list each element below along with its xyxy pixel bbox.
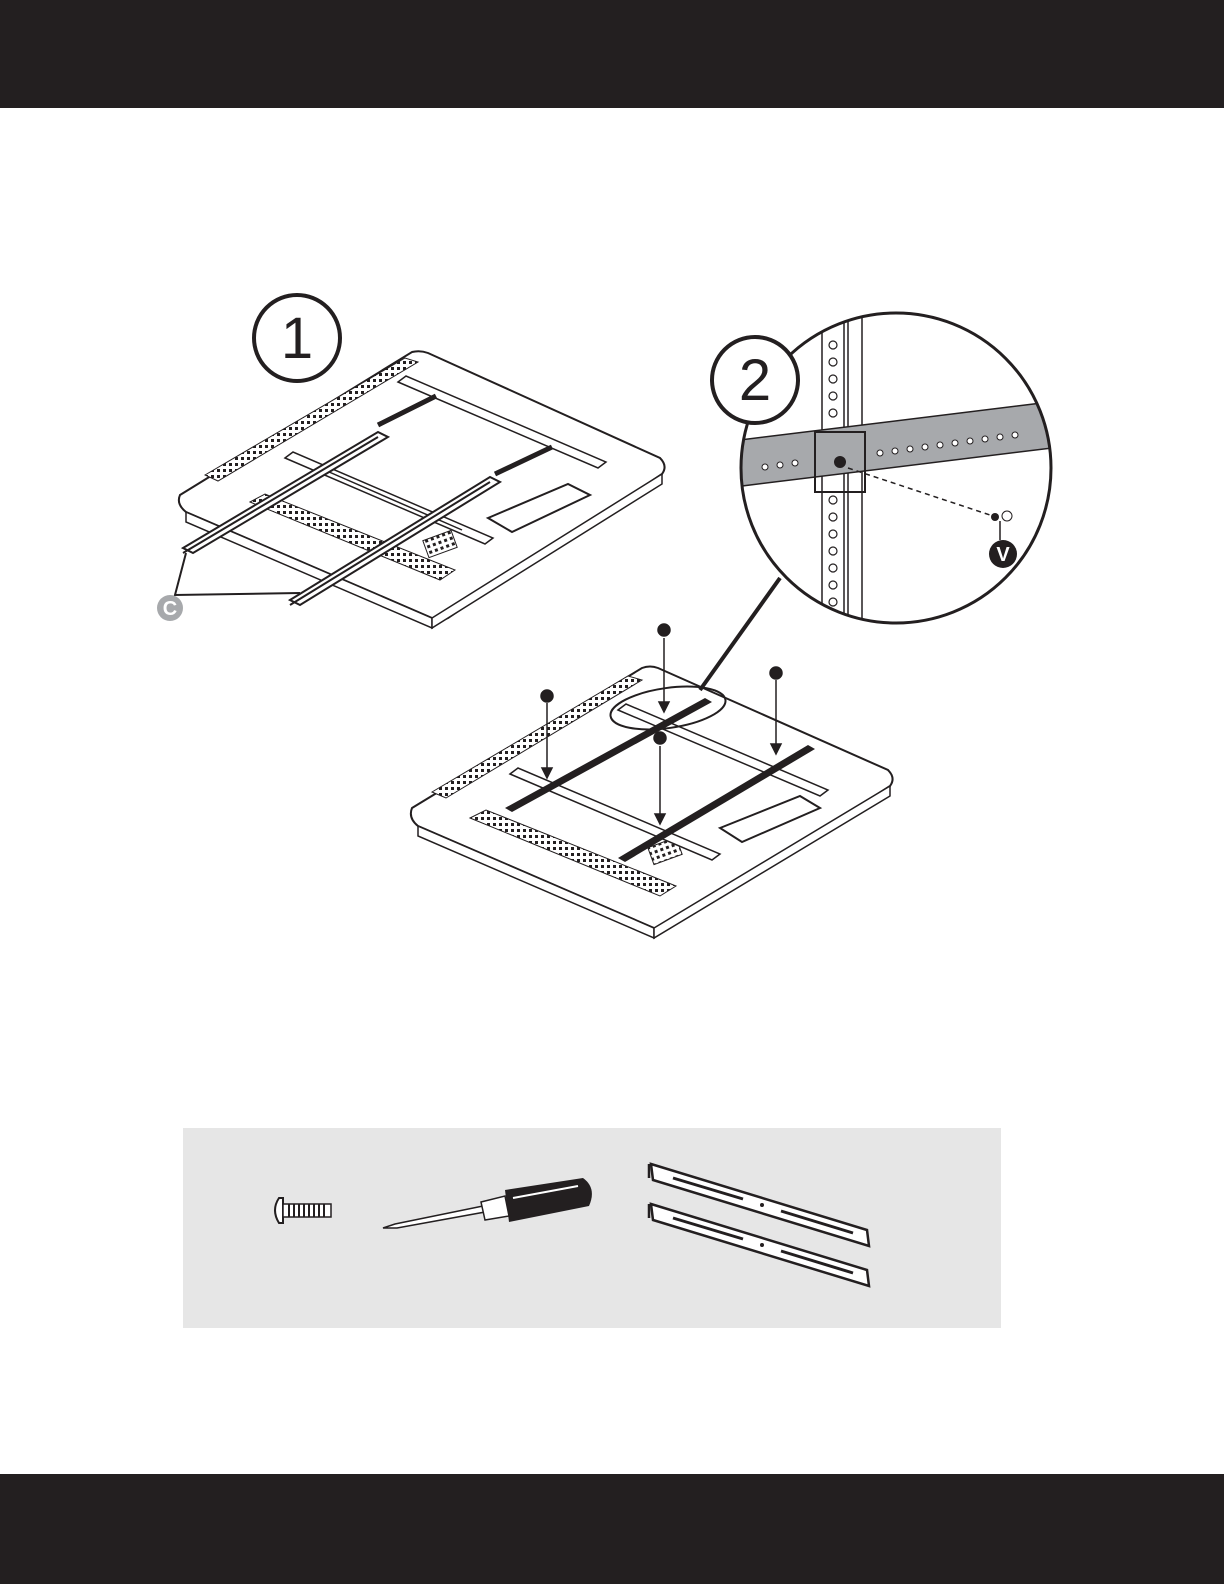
step1-number: 1 <box>281 306 313 371</box>
step2-tv-back <box>411 578 893 938</box>
step1-tv-back <box>175 351 665 628</box>
step2-number: 2 <box>739 348 771 413</box>
mounting-rail-pair-icon <box>649 1164 869 1286</box>
part-c-badge: C <box>157 595 183 621</box>
step2-label: 2 <box>712 337 798 423</box>
part-c-letter: C <box>163 598 177 620</box>
bolt-icon <box>275 1198 331 1223</box>
header-band <box>0 0 1224 108</box>
parts-tools-panel <box>183 1128 1001 1328</box>
footer-band <box>0 1474 1224 1584</box>
step1-label: 1 <box>254 295 340 381</box>
part-v-letter: V <box>996 544 1010 566</box>
screwdriver-icon <box>383 1178 592 1228</box>
assembly-illustration: C 1 <box>0 108 1224 1128</box>
